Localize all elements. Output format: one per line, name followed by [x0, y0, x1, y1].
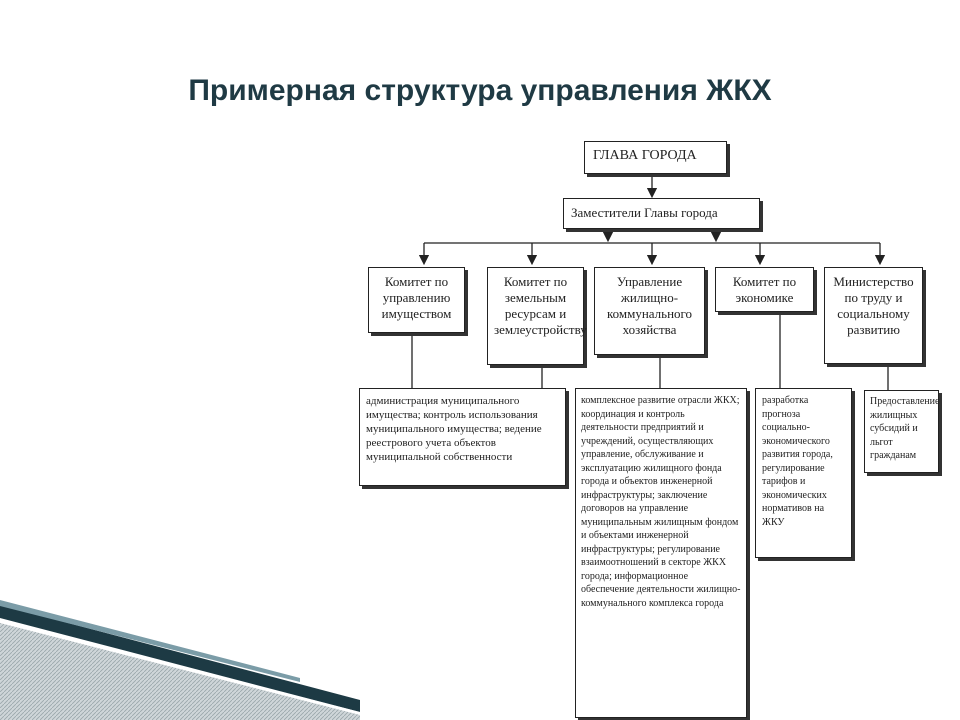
node-committee-economy: Комитет по экономике [715, 267, 814, 312]
node-head-label: ГЛАВА ГОРОДА [593, 148, 697, 163]
node-committee-property: Комитет по управлению имуществом [368, 267, 465, 333]
functions-labor: Предоставление жилищных субсидий и льгот… [864, 390, 939, 473]
node-head: ГЛАВА ГОРОДА [584, 141, 727, 174]
node-committee-land: Комитет по земельным ресурсам и землеуст… [487, 267, 587, 365]
functions-property-text: администрация муниципального имущества; … [366, 395, 542, 463]
node-committee-land-label: Комитет по земельным ресурсам и землеуст… [494, 274, 587, 337]
functions-property: администрация муниципального имущества; … [359, 388, 566, 486]
functions-labor-text: Предоставление жилищных субсидий и льгот… [870, 396, 940, 461]
functions-housing-text: комплексное развитие отрасли ЖКХ; коорди… [581, 395, 741, 609]
node-ministry-labor: Министерство по труду и социальному разв… [824, 267, 923, 364]
node-department-housing-label: Управление жилищно-коммунального хозяйст… [606, 274, 693, 337]
node-committee-economy-label: Комитет по экономике [732, 274, 797, 305]
node-committee-property-label: Комитет по управлению имуществом [381, 274, 452, 321]
functions-economy-text: разработка прогноза социально-экономичес… [762, 395, 833, 528]
node-deputies-label: Заместители Главы города [571, 205, 718, 220]
node-ministry-labor-label: Министерство по труду и социальному разв… [833, 274, 914, 337]
node-deputies: Заместители Главы города [563, 198, 760, 229]
functions-housing: комплексное развитие отрасли ЖКХ; коорди… [575, 388, 747, 718]
node-department-housing: Управление жилищно-коммунального хозяйст… [594, 267, 705, 355]
decorative-corner-stripes [0, 600, 360, 720]
page-title: Примерная структура управления ЖКХ [188, 74, 772, 107]
functions-economy: разработка прогноза социально-экономичес… [755, 388, 852, 558]
